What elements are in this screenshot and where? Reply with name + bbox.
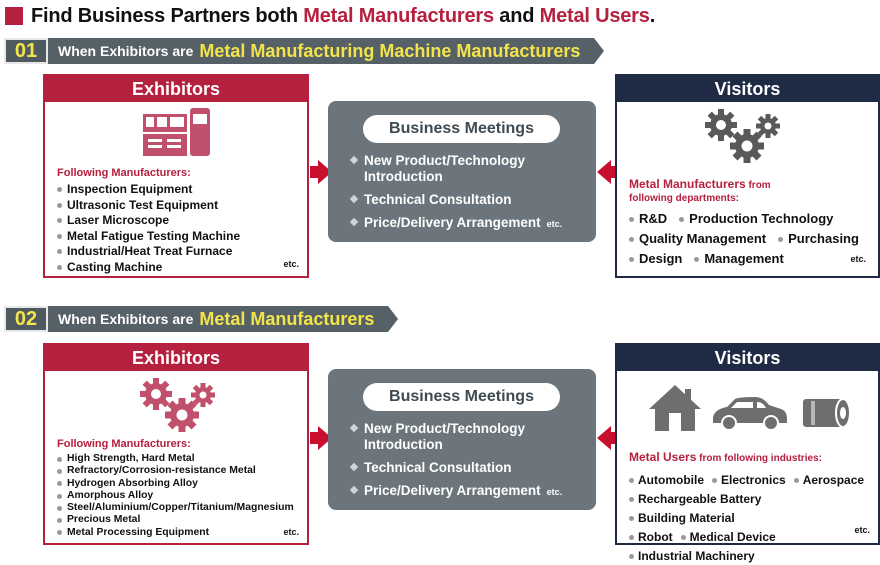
title-middle: and	[493, 4, 540, 27]
list-item: Building Material	[629, 510, 735, 527]
section-02-header: 02 When Exhibitors are Metal Manufacture…	[4, 306, 399, 332]
list-item: High Strength, Hard Metal	[57, 453, 294, 465]
visitors-label-main: Metal Users	[629, 450, 697, 464]
title-prefix: Find Business Partners both	[31, 4, 304, 27]
section-number: 02	[4, 306, 48, 332]
page-title: Find Business Partners both Metal Manufa…	[31, 5, 655, 28]
title-suffix: .	[649, 4, 656, 27]
list-item: Management	[694, 249, 783, 269]
page-title-bar: Find Business Partners both Metal Manufa…	[5, 4, 655, 28]
list-item: Price/Delivery Arrangement etc.	[350, 483, 590, 500]
list-item: Design	[629, 249, 682, 269]
business-meetings-box-02: Business Meetings New Product/Technology…	[328, 369, 596, 510]
list-item: R&D	[629, 209, 667, 229]
list-item: Electronics	[712, 472, 786, 489]
list-item: Refractory/Corrosion-resistance Metal	[57, 465, 294, 477]
meetings-etc: etc.	[546, 219, 563, 229]
exhibitors-box-01: Exhibitors Following Manufacturers: Insp…	[43, 74, 309, 278]
following-manufacturers-label: Following Manufacturers:	[57, 438, 191, 450]
title-bullet-square	[5, 7, 23, 25]
exhibitors-list: High Strength, Hard Metal Refractory/Cor…	[57, 453, 294, 539]
section-01-header: 01 When Exhibitors are Metal Manufacturi…	[4, 38, 605, 64]
business-meetings-heading: Business Meetings	[363, 115, 560, 143]
list-item: Aerospace	[794, 472, 864, 489]
list-item: Metal Fatigue Testing Machine	[57, 229, 240, 245]
list-item: Technical Consultation	[350, 192, 590, 208]
section-band: When Exhibitors are Metal Manufacturers	[48, 306, 389, 332]
list-item: Steel/Aluminium/Copper/Titanium/Magnesiu…	[57, 502, 294, 514]
list-item: Casting Machine	[57, 260, 240, 276]
list-item: Industrial/Heat Treat Furnace	[57, 244, 240, 260]
house-icon	[649, 385, 701, 431]
car-icon	[713, 397, 787, 431]
list-item: Price/Delivery Arrangement etc.	[350, 215, 590, 232]
following-manufacturers-label: Following Manufacturers:	[57, 167, 191, 179]
list-item-text: Price/Delivery Arrangement	[364, 483, 541, 498]
visitors-heading: Visitors	[617, 76, 878, 102]
section-band: When Exhibitors are Metal Manufacturing …	[48, 38, 595, 64]
visitors-label-rest: from following industries:	[696, 453, 822, 464]
list-item: Automobile	[629, 472, 704, 489]
exhibitors-heading: Exhibitors	[45, 76, 307, 102]
exhibitors-list: Inspection Equipment Ultrasonic Test Equ…	[57, 182, 240, 275]
list-item: Laser Microscope	[57, 213, 240, 229]
business-meetings-box-01: Business Meetings New Product/Technology…	[328, 101, 596, 242]
list-item: Robot	[629, 529, 673, 546]
visitors-heading: Visitors	[617, 345, 878, 371]
section-band-arrow	[594, 38, 605, 64]
visitors-label: Metal Users from following industries:	[629, 450, 822, 464]
list-item-text: Price/Delivery Arrangement	[364, 215, 541, 230]
visitors-etc: etc.	[850, 254, 866, 264]
list-item: Inspection Equipment	[57, 182, 240, 198]
machine-icon	[143, 108, 210, 156]
visitors-etc: etc.	[854, 525, 870, 535]
title-highlight-metal-users: Metal Users	[539, 4, 650, 27]
exhibitors-heading: Exhibitors	[45, 345, 307, 371]
exhibitors-etc: etc.	[283, 259, 299, 269]
battery-icon	[803, 398, 851, 428]
list-item: Precious Metal	[57, 514, 294, 526]
visitors-label-rest: from	[745, 180, 771, 191]
list-item: Amorphous Alloy	[57, 490, 294, 502]
industries-list: Automobile Electronics Aerospace Rechargea…	[629, 470, 879, 565]
business-meetings-list: New Product/Technology Introduction Tech…	[350, 153, 590, 239]
section-header-prefix: When Exhibitors are	[58, 311, 194, 327]
visitors-label-line2: following departments:	[629, 193, 739, 204]
list-item: Hydrogen Absorbing Alloy	[57, 478, 294, 490]
list-item: Rechargeable Battery	[629, 491, 761, 508]
business-meetings-heading: Business Meetings	[363, 383, 560, 411]
section-header-prefix: When Exhibitors are	[58, 43, 194, 59]
departments-list: R&D Production Technology Quality Managem…	[629, 209, 874, 269]
list-item: Technical Consultation	[350, 460, 590, 476]
exhibitors-etc: etc.	[283, 527, 299, 537]
gears-icon	[705, 109, 780, 163]
list-item: Quality Management	[629, 229, 766, 249]
business-meetings-list: New Product/Technology Introduction Tech…	[350, 421, 590, 507]
exhibitors-box-02: Exhibitors Following Manufacturers: High…	[43, 343, 309, 545]
section-header-highlight: Metal Manufacturers	[199, 308, 375, 329]
list-item: Medical Device	[681, 529, 776, 546]
list-item: Metal Processing Equipment	[57, 527, 294, 539]
section-header-highlight: Metal Manufacturing Machine Manufacturer…	[199, 40, 581, 61]
list-item: Purchasing	[778, 229, 859, 249]
list-item: New Product/Technology Introduction	[350, 153, 590, 185]
section-band-arrow	[388, 306, 399, 332]
visitors-box-01: Visitors Metal Manufacturers from follow…	[615, 74, 880, 278]
section-number: 01	[4, 38, 48, 64]
list-item: Ultrasonic Test Equipment	[57, 198, 240, 214]
meetings-etc: etc.	[546, 487, 563, 497]
list-item: New Product/Technology Introduction	[350, 421, 590, 453]
visitors-label: Metal Manufacturers from	[629, 177, 771, 191]
gears-icon	[140, 378, 215, 432]
visitors-label-main: Metal Manufacturers	[629, 177, 746, 191]
list-item: Production Technology	[679, 209, 833, 229]
visitors-box-02: Visitors Metal Users from following indu…	[615, 343, 880, 563]
title-highlight-metal-manufacturers: Metal Manufacturers	[303, 4, 494, 27]
list-item: Industrial Machinery	[629, 548, 755, 565]
